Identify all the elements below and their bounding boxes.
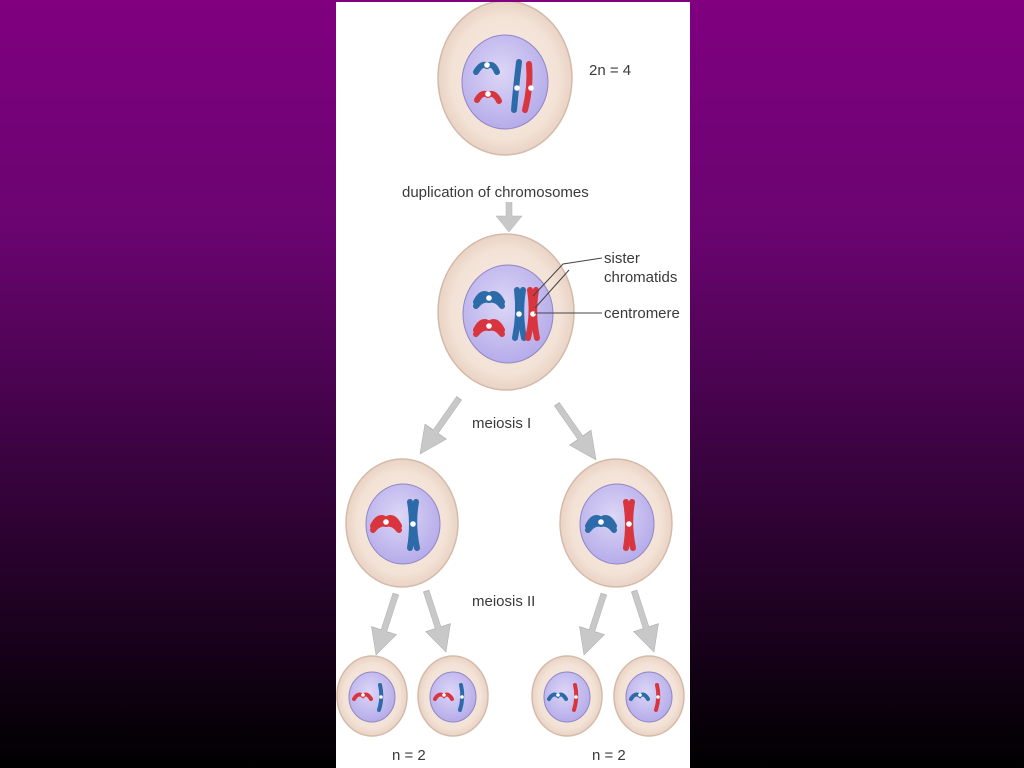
parent-chromosome-small-blue (473, 61, 500, 75)
parent-cell-nucleus (461, 34, 549, 130)
left-cell-chromosome-blue (407, 499, 420, 551)
sister-chromatids-pointer-2 (534, 269, 570, 309)
meiosis-one-right-cell (559, 458, 673, 588)
parent-chromosome-long-red (522, 61, 534, 113)
right-cell-chromosome-red (623, 499, 636, 551)
meiosis-one-arrow-left (408, 390, 471, 462)
daughter-cell-4 (613, 655, 685, 737)
meiosis-two-label: meiosis II (472, 593, 535, 610)
duplication-label: duplication of chromosomes (402, 184, 589, 201)
meiosis-two-arrow-4 (621, 586, 667, 657)
parent-cell: 2n = 4 (437, 2, 631, 156)
right-cell-chromosome-blue (585, 515, 617, 533)
parent-chromosome-long-blue (511, 59, 522, 113)
meiosis-one-label: meiosis I (472, 415, 531, 432)
daughter-ploidy-left-label: n = 2 (392, 747, 426, 764)
right-cell-nucleus (579, 483, 655, 565)
left-cell-nucleus (365, 483, 441, 565)
meiosis-one-left-cell (345, 458, 459, 588)
duplicated-chromosome-long-blue (512, 287, 527, 341)
parent-ploidy-label: 2n = 4 (589, 62, 631, 79)
daughter-cell-1 (336, 655, 408, 737)
sister-chromatids-label-line2: chromatids (604, 269, 677, 286)
duplicated-chromosome-long-red (525, 287, 540, 341)
meiosis-two-arrow-1 (363, 589, 409, 660)
sister-chromatids-label-line1: sister (604, 250, 640, 267)
meiosis-two-arrow-2 (413, 586, 459, 657)
duplicated-chromosome-small-red (473, 319, 505, 337)
duplicated-chromosome-small-blue (473, 291, 505, 309)
sister-chromatids-pointer-1 (532, 257, 603, 297)
daughter-ploidy-right-label: n = 2 (592, 747, 626, 764)
meiosis-one-arrow-right (545, 396, 608, 468)
meiosis-diagram: 2n = 4 duplication of chromosomes (336, 2, 685, 764)
meiosis-two-arrow-3 (571, 589, 617, 660)
parent-chromosome-small-red (474, 90, 502, 104)
centromere-label: centromere (604, 305, 680, 322)
daughter-cell-3 (531, 655, 603, 737)
duplicated-cell: sister chromatids centromere (437, 233, 680, 391)
left-cell-chromosome-red (370, 515, 402, 533)
duplication-label-bg (398, 180, 618, 202)
daughter-cell-2 (417, 655, 489, 737)
duplicated-cell-nucleus (462, 264, 554, 364)
diagram-panel: 2n = 4 duplication of chromosomes (336, 2, 690, 768)
